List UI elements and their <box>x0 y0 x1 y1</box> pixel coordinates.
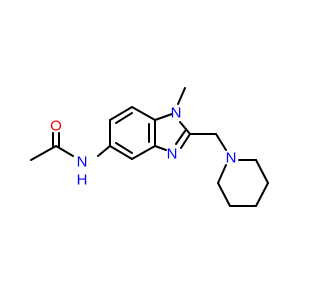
bond-pip-1 <box>217 164 227 184</box>
bond-c2-n3-b <box>175 130 186 145</box>
structure-canvas: O N H N N N <box>30 87 269 207</box>
piperidine-nitrogen-label: N <box>226 150 237 167</box>
bond-benzene-5 <box>131 145 156 160</box>
atom-labels: O N H N N N <box>50 105 236 189</box>
bond-methyl-n1 <box>177 87 186 105</box>
bond-amide-nitrogen-ring <box>97 145 111 157</box>
bond-benzene-6-inner <box>115 142 133 154</box>
ring-nitrogen-1-label: N <box>171 105 182 122</box>
bond-methyl-carbonyl <box>30 145 57 161</box>
bond-benzene-2-inner <box>115 112 133 124</box>
bond-benzene-6 <box>109 145 133 160</box>
bonds <box>30 87 269 207</box>
ring-nitrogen-3-label: N <box>167 146 178 163</box>
bond-imidazole-c-n1 <box>154 113 173 121</box>
bond-pip-2 <box>217 182 231 207</box>
bond-benzene-3 <box>131 106 156 121</box>
bond-methylene-n <box>215 133 227 151</box>
carbonyl-oxygen-label: O <box>50 118 62 135</box>
bond-n1-c2 <box>179 121 191 135</box>
molecule-diagram: O N H N N N <box>30 87 269 207</box>
amide-nitrogen-label: N <box>77 154 88 171</box>
bond-benzene-2 <box>109 106 133 121</box>
bond-pip-5 <box>255 159 269 184</box>
bond-carbonyl-nitrogen <box>55 145 74 157</box>
bond-c2-n3-a <box>180 133 191 149</box>
bond-n3-c <box>154 145 167 151</box>
bond-pip-4 <box>255 182 269 207</box>
amide-hydrogen-label: H <box>77 172 88 189</box>
